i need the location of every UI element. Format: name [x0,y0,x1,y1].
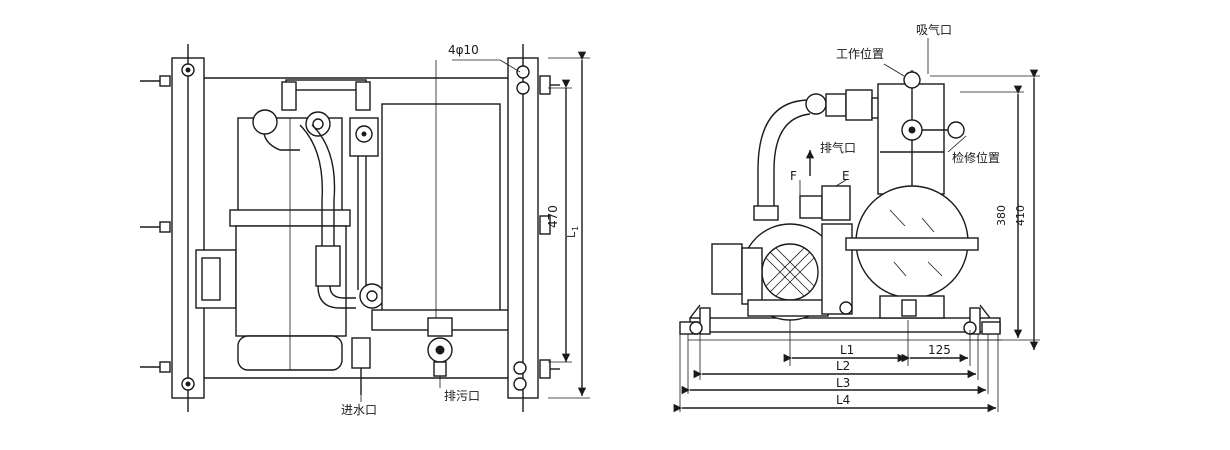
port-e-label: E [842,169,850,183]
left-bolts [140,63,195,391]
port-e-box [821,185,851,221]
motor-end-cap [711,243,743,295]
dim-l1-label: L [565,231,578,238]
suction-valve [903,71,921,89]
working-position-label: 工作位置 [836,46,884,61]
exhaust-pipe [757,99,811,220]
top-pipe [285,79,367,91]
drain-outlet-label: 排污口 [444,389,480,403]
right-view [673,38,1040,413]
exhaust-port-label: 排气口 [820,140,856,155]
dim-L4-label: L4 [836,393,850,407]
port-f-box [799,195,823,219]
dim-380-label: 380 [995,205,1008,226]
port-f-label: F [790,169,797,183]
maintenance-position-label: 检修位置 [952,150,1000,165]
dim-470-label: 470 [546,205,560,228]
left-view [140,44,590,412]
base-rail [689,317,1001,333]
dim-125-label: 125 [928,343,951,357]
tank [381,103,501,315]
inlet-pipe [351,337,371,369]
hole-spec-label: 4φ10 [448,43,479,57]
inlet-water-label: 进水口 [341,403,377,417]
dim-410-label: 410 [1014,205,1027,226]
maintenance-knob [947,121,965,139]
dim-L2-label: L2 [836,359,850,373]
suction-port-label: 吸气口 [916,22,952,37]
dim-L1-label: L1 [840,343,854,357]
dim-L3-label: L3 [836,376,850,390]
dim-l1-subscript: 1 [571,226,580,231]
motor-fan-grid [765,247,815,297]
